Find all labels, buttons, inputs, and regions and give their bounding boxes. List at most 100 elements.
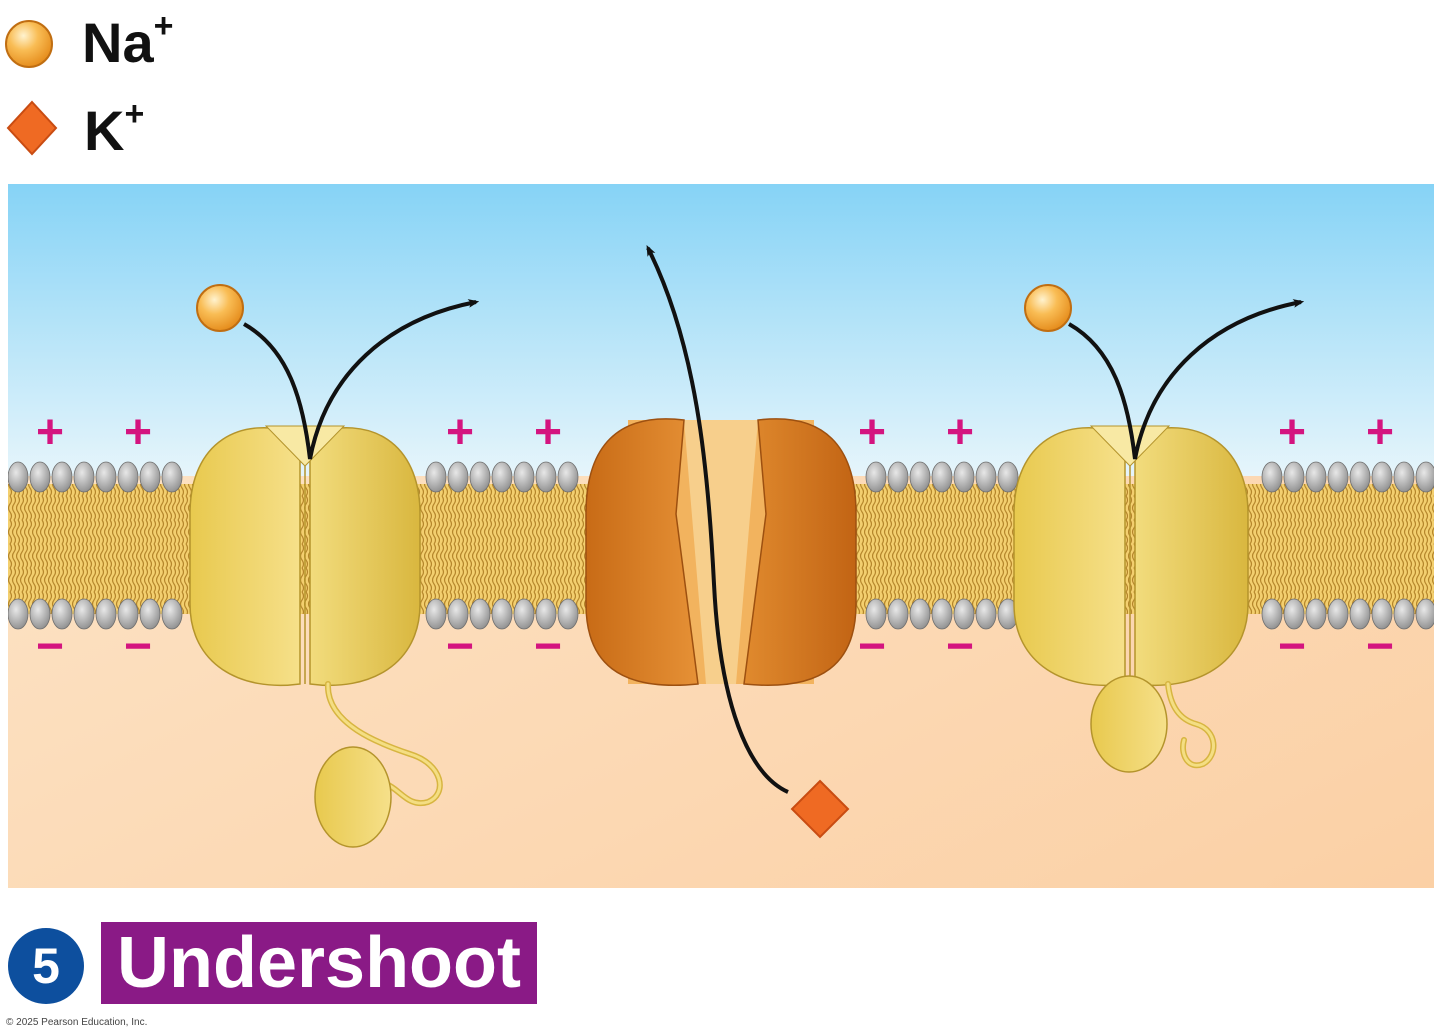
inactivation-gate <box>314 746 392 848</box>
phospholipid-head <box>161 598 183 630</box>
phospholipid-heads-inner <box>8 598 1434 630</box>
sodium-arrow-left <box>243 299 480 460</box>
phospholipid-head <box>975 598 997 630</box>
phospholipid-head <box>1327 461 1349 493</box>
sodium-channel-left <box>189 425 443 848</box>
sodium-ion <box>1024 284 1072 332</box>
phospholipid-head <box>557 598 579 630</box>
positive-charge: + <box>1366 406 1394 459</box>
phospholipid-head <box>117 461 139 493</box>
negative-charge: − <box>1278 620 1306 673</box>
phospholipid-head <box>51 461 73 493</box>
positive-charge: + <box>534 406 562 459</box>
phospholipid-head <box>425 598 447 630</box>
positive-charge: + <box>446 406 474 459</box>
positive-charge: + <box>946 406 974 459</box>
negative-charge: − <box>36 620 64 673</box>
phospholipid-head <box>117 598 139 630</box>
negative-charge: − <box>858 620 886 673</box>
membrane-charges-inside: −−−−−−−− <box>36 620 1394 673</box>
negative-charge: − <box>1366 620 1394 673</box>
phospholipid-head <box>953 461 975 493</box>
positive-charge: + <box>36 406 64 459</box>
phospholipid-head <box>1349 598 1371 630</box>
phospholipid-head <box>931 461 953 493</box>
positive-charge: + <box>858 406 886 459</box>
phospholipid-head <box>865 461 887 493</box>
phospholipid-head <box>1305 598 1327 630</box>
phospholipid-head <box>95 598 117 630</box>
phospholipid-head <box>1327 598 1349 630</box>
phospholipid-head <box>513 461 535 493</box>
sodium-ion-icon <box>5 20 53 68</box>
phospholipid-head <box>1305 461 1327 493</box>
sodium-ion <box>196 284 244 332</box>
potassium-efflux-arrow <box>646 245 789 794</box>
sodium-channel-right <box>1013 425 1249 773</box>
phospholipid-head <box>447 598 469 630</box>
legend-sodium: Na+ <box>0 8 173 78</box>
phospholipid-head <box>513 598 535 630</box>
negative-charge: − <box>446 620 474 673</box>
phospholipid-head <box>1371 598 1393 630</box>
phospholipid-head <box>73 461 95 493</box>
positive-charge: + <box>124 406 152 459</box>
phospholipid-head <box>557 461 579 493</box>
potassium-ion-icon <box>6 100 58 156</box>
positive-charge: + <box>1278 406 1306 459</box>
phospholipid-head <box>1371 461 1393 493</box>
phospholipid-head <box>491 461 513 493</box>
phospholipid-head <box>8 598 29 630</box>
step-title: Undershoot <box>101 922 537 1004</box>
phospholipid-head <box>1393 598 1415 630</box>
phospholipid-head <box>95 461 117 493</box>
phospholipid-head <box>931 598 953 630</box>
phospholipid-head <box>73 598 95 630</box>
membrane-charges-outside: + + + + + + + + <box>36 406 1394 459</box>
phospholipid-head <box>865 598 887 630</box>
phospholipid-head <box>1415 598 1434 630</box>
inactivation-gate <box>1090 675 1168 773</box>
phospholipid-head <box>975 461 997 493</box>
phospholipid-head <box>469 598 491 630</box>
phospholipid-head <box>139 461 161 493</box>
phospholipid-head <box>447 461 469 493</box>
phospholipid-head <box>491 598 513 630</box>
negative-charge: − <box>534 620 562 673</box>
phospholipid-head <box>997 461 1019 493</box>
phospholipid-head <box>953 598 975 630</box>
phospholipid-head <box>1261 461 1283 493</box>
phospholipid-head <box>1393 461 1415 493</box>
phospholipid-head <box>1283 461 1305 493</box>
phospholipid-head <box>909 598 931 630</box>
phospholipid-heads-outer <box>8 461 1434 493</box>
phospholipid-head <box>887 598 909 630</box>
phospholipid-head <box>909 461 931 493</box>
negative-charge: − <box>124 620 152 673</box>
phospholipid-head <box>535 598 557 630</box>
phospholipid-head <box>469 461 491 493</box>
phospholipid-head <box>29 461 51 493</box>
phospholipid-head <box>887 461 909 493</box>
copyright-notice: © 2025 Pearson Education, Inc. <box>6 1017 148 1028</box>
legend-sodium-label: Na+ <box>82 7 174 74</box>
step-number-badge: 5 <box>8 928 84 1004</box>
phospholipid-head <box>535 461 557 493</box>
negative-charge: − <box>946 620 974 673</box>
potassium-channel <box>585 418 857 686</box>
phospholipid-head <box>1415 461 1434 493</box>
phospholipid-head <box>51 598 73 630</box>
legend-potassium-label: K+ <box>84 95 145 162</box>
phospholipid-head <box>139 598 161 630</box>
phospholipid-head <box>161 461 183 493</box>
potassium-ion <box>790 779 850 839</box>
membrane-diagram: + + + + + + + + − − − − − − − − <box>8 184 1434 888</box>
phospholipid-head <box>29 598 51 630</box>
sodium-arrow-right <box>1068 299 1305 460</box>
phospholipid-head <box>8 461 29 493</box>
phospholipid-head <box>1283 598 1305 630</box>
phospholipid-head <box>1349 461 1371 493</box>
phospholipid-head <box>1261 598 1283 630</box>
legend-potassium: K+ <box>0 96 144 166</box>
phospholipid-head <box>425 461 447 493</box>
